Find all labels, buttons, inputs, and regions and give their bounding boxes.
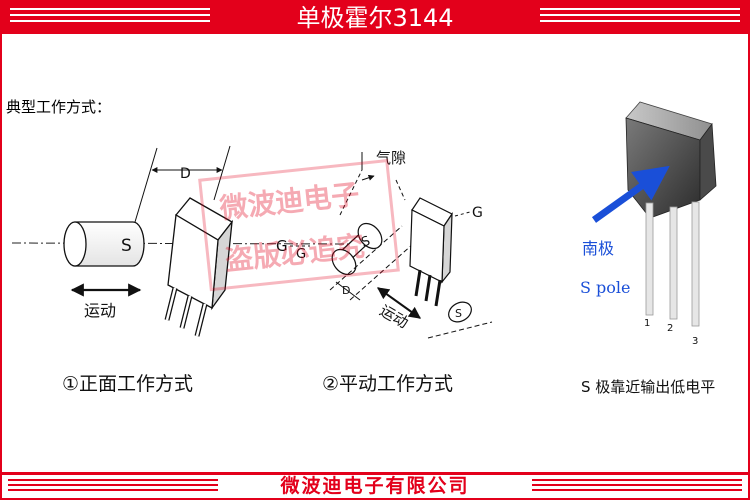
caption-front-operation: ①正面工作方式 xyxy=(62,373,193,395)
header-banner: 单极霍尔3144 xyxy=(2,2,748,34)
sensor-g-label-2: G xyxy=(296,247,306,262)
sensor-g-label: G xyxy=(472,205,483,221)
company-name: 微波迪电子有限公司 xyxy=(280,475,470,497)
magnet-cylinder-sliding xyxy=(329,222,423,301)
hall-sensor-front xyxy=(164,197,233,337)
motion-label: 运动 xyxy=(84,301,116,320)
footer-stripes-left xyxy=(8,479,218,493)
magnet-s-label: S xyxy=(121,236,132,256)
sensor-g-label: G xyxy=(276,237,288,255)
dimension-leader xyxy=(213,145,231,201)
pin-1-label: 1 xyxy=(644,318,650,329)
hall-sensor-photo xyxy=(625,101,717,327)
sensor-g-leader xyxy=(454,211,471,217)
projection-line xyxy=(427,321,493,339)
air-gap-line xyxy=(339,169,363,216)
air-gap-arrow xyxy=(361,174,375,181)
section-label: 典型工作方式： xyxy=(6,98,112,116)
header-stripes-left xyxy=(10,8,210,28)
footer-rule xyxy=(2,472,748,475)
caption-slide-operation: ②平动工作方式 xyxy=(322,373,453,395)
air-gap-label: 气隙 xyxy=(376,149,406,167)
air-gap-line xyxy=(395,179,406,201)
south-pole-cn-label: 南极 xyxy=(582,239,614,258)
pin-2-label: 2 xyxy=(667,323,673,334)
footer-banner: 微波迪电子有限公司 xyxy=(2,472,748,498)
motion-arrow xyxy=(377,287,421,319)
photo-caption: S 极靠近输出低电平 xyxy=(581,378,715,396)
motion-label: 运动 xyxy=(377,301,412,332)
magnet-cylinder xyxy=(63,221,145,267)
page-title: 单极霍尔3144 xyxy=(296,4,454,32)
diagram-front-operation: S D G 运动 ①正面工作方式 xyxy=(11,145,351,395)
south-pole-arrow xyxy=(591,165,670,223)
dimension-d-line xyxy=(335,281,361,301)
dimension-d-label: D xyxy=(180,166,191,182)
pin-3-label: 3 xyxy=(692,336,698,347)
hall-sensor-sliding xyxy=(409,197,453,307)
header-stripes-right xyxy=(540,8,740,28)
magnet-small xyxy=(448,301,472,323)
south-pole-en-label: S pole xyxy=(580,278,631,297)
dimension-d-label: D xyxy=(342,284,350,297)
dimension-leader xyxy=(134,147,158,223)
diagram-slide-operation: 气隙 S D G G 运动 S xyxy=(290,149,493,395)
footer-stripes-right xyxy=(532,479,742,493)
magnet-s-label-2: S xyxy=(455,307,462,320)
svg-text:微波迪电子: 微波迪电子 xyxy=(217,178,361,226)
